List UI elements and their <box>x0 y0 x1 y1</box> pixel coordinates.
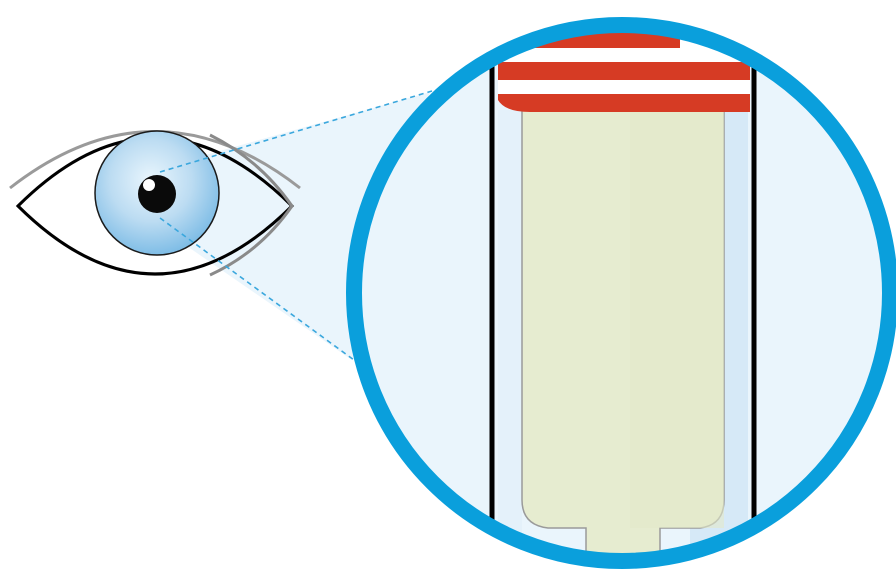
test-tube <box>489 30 757 561</box>
lens-ring <box>346 17 896 569</box>
striped-cap <box>498 30 750 112</box>
pupil <box>138 175 176 213</box>
sight-line-lower <box>159 217 355 361</box>
magnifier-lens <box>346 17 896 569</box>
sight-line-upper <box>159 90 433 173</box>
pupil-highlight <box>143 179 155 191</box>
